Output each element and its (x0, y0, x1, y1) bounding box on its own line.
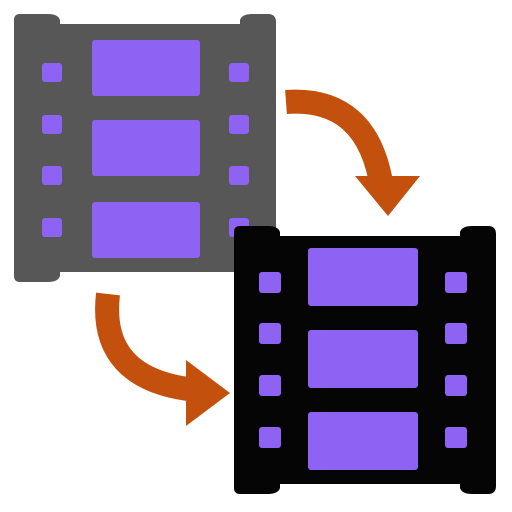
sprocket-hole (229, 115, 249, 134)
sprocket-hole (445, 375, 467, 396)
arrow-head (355, 176, 420, 216)
source-frame-1 (92, 40, 200, 96)
source-filmstrip (14, 14, 276, 282)
target-frame-1 (308, 248, 418, 306)
target-frame-3 (308, 412, 418, 470)
sprocket-hole (42, 115, 62, 134)
sprocket-hole (229, 63, 249, 82)
arrow-head (186, 360, 230, 426)
sprocket-hole (42, 63, 62, 82)
sprocket-hole (259, 323, 281, 344)
target-frames (308, 248, 418, 470)
sprocket-hole (42, 218, 62, 237)
source-frames (92, 40, 200, 258)
convert-arrow-right (285, 89, 420, 216)
target-sprocket-holes (259, 272, 467, 448)
sprocket-hole (259, 272, 281, 293)
arrow-shaft (95, 292, 198, 402)
source-frame-2 (92, 120, 200, 176)
target-frame-2 (308, 330, 418, 388)
source-sprocket-holes (42, 63, 249, 237)
source-frame-3 (92, 202, 200, 258)
sprocket-hole (42, 166, 62, 185)
sprocket-hole (445, 427, 467, 448)
sprocket-hole (445, 272, 467, 293)
sprocket-hole (229, 166, 249, 185)
convert-arrow-down (95, 292, 230, 426)
arrow-shaft (285, 89, 394, 191)
sprocket-hole (259, 375, 281, 396)
target-filmstrip (234, 226, 496, 494)
sprocket-hole (445, 323, 467, 344)
sprocket-hole (259, 427, 281, 448)
